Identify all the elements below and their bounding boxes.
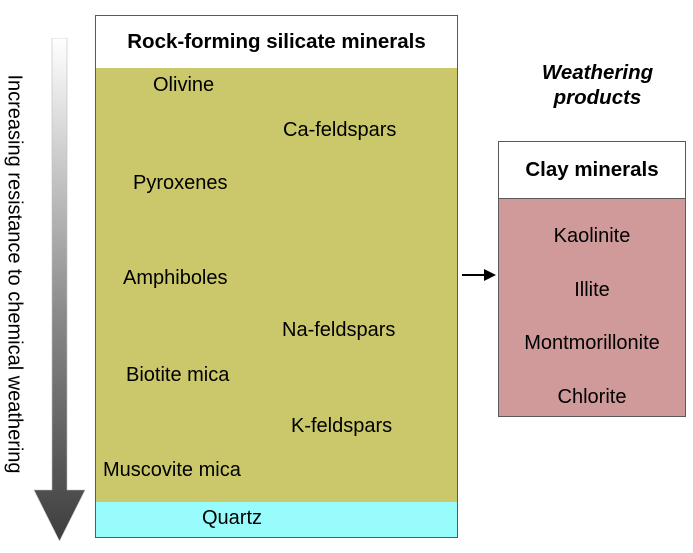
weathering-products-title: Weathering products: [500, 60, 693, 110]
mineral-amphiboles: Amphiboles: [123, 267, 228, 289]
mineral-quartz: Quartz: [202, 507, 263, 529]
clay-minerals-body: Kaolinite Illite Montmorillonite Chlorit…: [499, 198, 685, 416]
weathering-products-line2: products: [553, 86, 642, 109]
clay-kaolinite: Kaolinite: [553, 225, 631, 247]
clay-minerals-box: Clay minerals Kaolinite Illite Montmoril…: [498, 141, 686, 417]
mineral-muscovite-mica: Muscovite mica: [103, 459, 241, 481]
clay-minerals-title: Clay minerals: [525, 158, 659, 181]
mineral-biotite-mica: Biotite mica: [126, 364, 230, 386]
quartz-band: [96, 502, 457, 537]
silicate-minerals-title: Rock-forming silicate minerals: [127, 30, 426, 53]
mineral-k-feldspars: K-feldspars: [291, 415, 393, 437]
mineral-olivine: Olivine: [153, 74, 215, 96]
resistance-arrow: [33, 38, 86, 542]
clay-montmorillonite: Montmorillonite: [524, 332, 660, 354]
clay-illite: Illite: [574, 279, 610, 301]
clay-chlorite: Chlorite: [557, 386, 627, 408]
mineral-na-feldspars: Na-feldspars: [282, 319, 396, 341]
mineral-ca-feldspars: Ca-feldspars: [283, 119, 397, 141]
silicate-minerals-body: [96, 68, 457, 502]
mineral-pyroxenes: Pyroxenes: [133, 172, 228, 194]
axis-label: Increasing resistance to chemical weathe…: [3, 74, 26, 474]
silicate-minerals-box: Rock-forming silicate minerals: [95, 15, 458, 538]
weathering-products-line1: Weathering: [541, 61, 654, 84]
pointer-arrow-icon: [462, 269, 496, 281]
